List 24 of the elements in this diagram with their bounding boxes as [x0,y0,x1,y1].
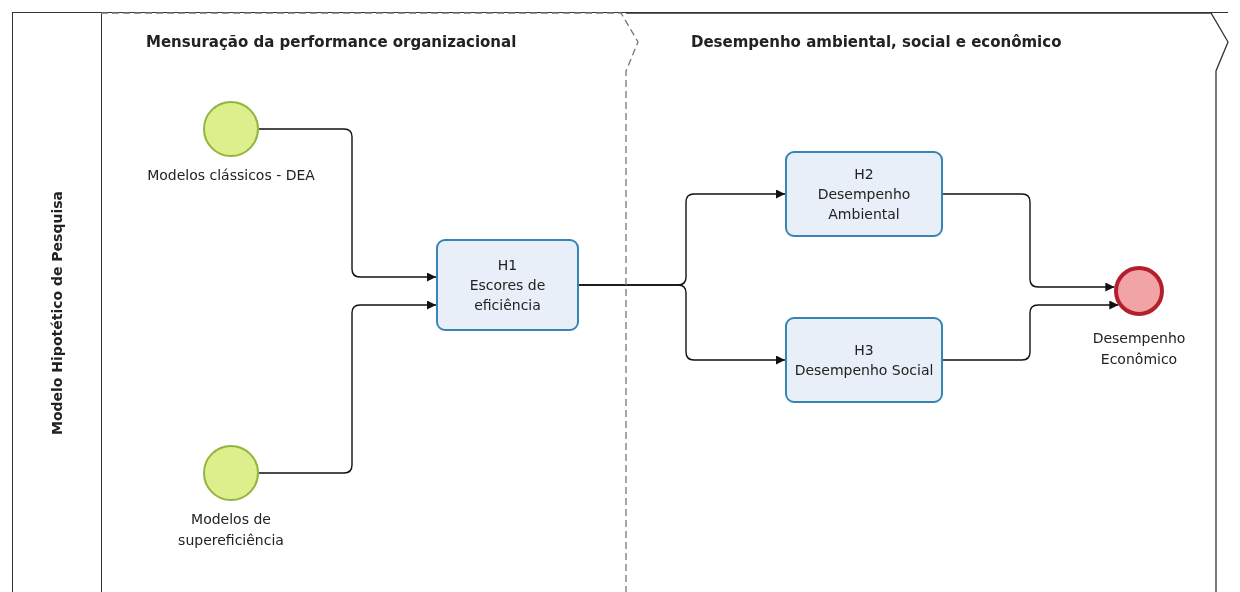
task-label: H1 [497,256,518,275]
event-caption: Modelos clássicos - DEA [146,166,316,185]
sequence-arrow [942,300,1119,361]
task-label: Escores de eficiência [468,276,547,315]
start-event-circle [203,101,259,157]
task-box [785,317,943,403]
pool [12,12,1228,592]
task-box [785,151,943,237]
sequence-arrow [258,300,437,474]
event-caption: Desempenho Econômico [1091,329,1187,369]
task-box [436,239,579,331]
sequence-arrow [942,193,1115,292]
phase-header: Desempenho ambiental, social e econômico [691,33,1062,51]
sequence-arrow [578,284,786,365]
task-label: Desempenho Ambiental [816,185,912,224]
task-label: Desempenho Social [794,361,934,380]
sequence-arrow [258,128,437,282]
task-label: H3 [854,341,874,360]
start-event-circle [203,445,259,501]
task-label: H2 [854,165,874,184]
event-caption: Modelos de supereficiência [177,510,285,550]
pool-label: Modelo Hipotético de Pesquisa [49,191,65,435]
phase-header: Mensuração da performance organizacional [146,33,517,51]
end-event-circle [1114,266,1164,316]
